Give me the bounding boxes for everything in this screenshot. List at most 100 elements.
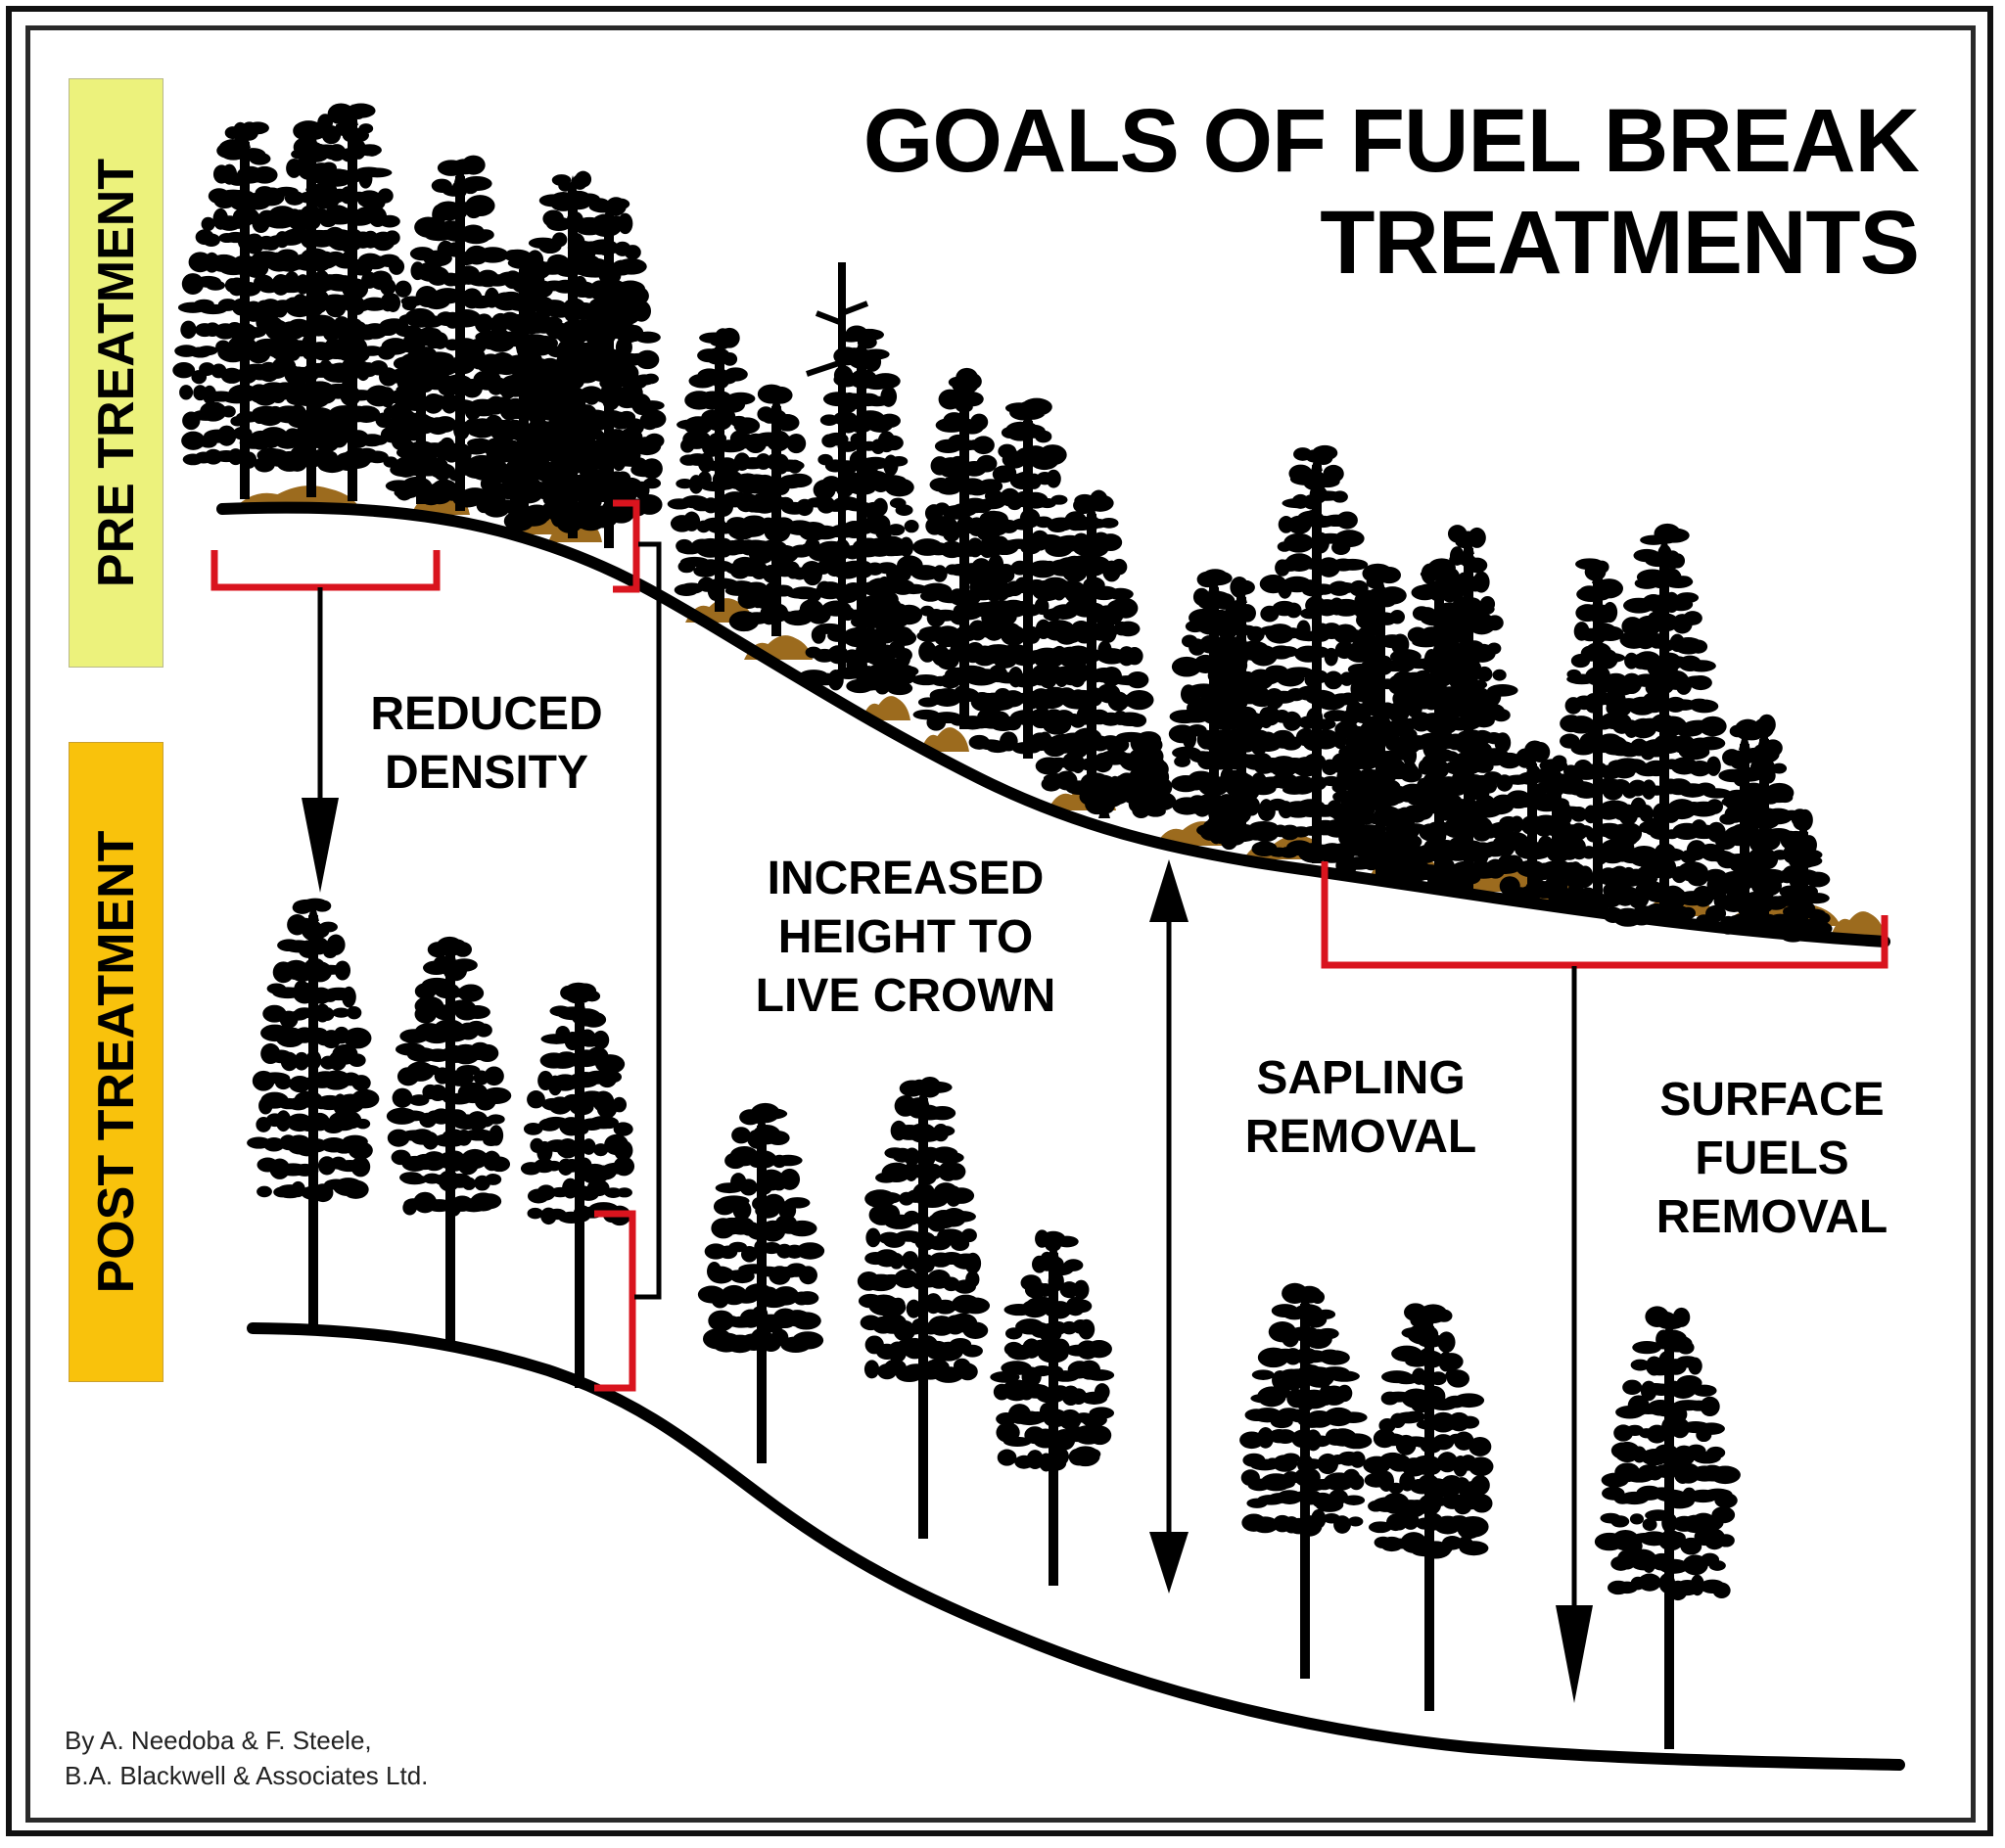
crown-height-label: INCREASED HEIGHT TO LIVE CROWN [720,850,1092,1026]
tree-crown [798,325,928,691]
surface-fuels-bracket [1321,861,1888,969]
tree-tip [1423,1311,1435,1332]
tree-crown [391,155,530,508]
tree-tip [1236,581,1247,603]
tree-tip [958,376,970,397]
credit-line-2: B.A. Blackwell & Associates Ltd. [65,1761,429,1790]
title-line-1: GOALS OF FUEL BREAK [863,91,1920,191]
pre-treatment-tree [1721,714,1804,936]
pre-treatment-tree [1079,780,1131,818]
credit-line-1: By A. Needoba & F. Steele, [65,1726,372,1755]
pre-treatment-tree [391,155,530,511]
post-treatment-label-box: POST TREATMENT [69,742,163,1382]
pre-treatment-tree [1376,810,1424,878]
tree-trunk [959,392,969,729]
tree-crown [697,1102,825,1354]
tree-tip [856,332,867,353]
post-treatment-tree [1363,1303,1494,1711]
tree-tip [444,940,456,961]
tree-tip [1551,758,1562,779]
tree-tip [1592,562,1604,583]
diagram-title: GOALS OF FUEL BREAK TREATMENTS [863,90,1920,294]
post-treatment-tree [990,1229,1115,1586]
tree-tip [756,1110,768,1132]
post-treatment-tree [1594,1306,1741,1749]
tree-trunk [918,1098,928,1539]
tree-crown [727,384,822,632]
post-treatment-tree [1239,1282,1373,1679]
tree-tip [1394,816,1406,838]
tree-trunk [445,955,455,1341]
surface-fuels-line-2: FUELS [1695,1132,1849,1184]
pre-treatment-tree [798,325,928,691]
pre-treatment-label-box: PRE TREATMENT [69,78,163,668]
surface-fuels-arrow [1556,966,1593,1703]
pre-treatment-stand [172,103,1833,943]
tree-crown [1198,577,1281,846]
pre-treatment-label: PRE TREATMENT [87,158,145,588]
surface-fuels-line-1: SURFACE [1659,1074,1885,1126]
post-treatment-tree [247,898,380,1328]
pre-treatment-tree [842,576,919,696]
tree-trunk [1552,773,1562,901]
tree-crown [1239,1282,1373,1537]
post-treatment-tree [520,982,635,1388]
tree-tip [1433,567,1445,588]
tree-crown [1363,1303,1494,1559]
tree-crown [1121,731,1177,818]
tree-tip [1739,728,1750,750]
tree-tip [1048,1237,1059,1259]
title-line-2: TREATMENTS [1320,193,1920,293]
tree-tip [1663,1316,1675,1337]
tree-crown [1721,714,1804,936]
surface-fuels-line-3: REMOVAL [1655,1191,1888,1243]
tree-trunk [857,347,866,683]
tree-tip [1098,797,1110,818]
pre-treatment-tree [727,384,822,636]
pre-treatment-tree [1029,489,1154,798]
pre-treatment-tree [1196,797,1247,851]
pre-treatment-tree [1595,523,1732,927]
crown-height-line-2: HEIGHT TO [777,911,1034,963]
pre-treatment-tree [1778,808,1833,943]
post-treatment-ground-line [247,1322,1905,1771]
tree-tip [1299,1288,1311,1310]
tree-crown [1595,523,1732,927]
tree-crown [544,197,667,522]
pre-treatment-tree [1555,558,1644,913]
tree-crown [842,576,919,696]
crown-base-bracket-pre [613,499,640,593]
surface-fuel-mound [920,727,969,752]
tree-tip [574,988,585,1009]
pre-treatment-tree [284,103,423,501]
tree-crown [1376,810,1424,878]
post-treatment-tree [386,936,512,1341]
tree-tip [1526,748,1538,769]
reduced-density-line-1: REDUCED [370,688,603,740]
pre-treatment-tree [910,367,1021,731]
tree-tip [1086,498,1097,520]
tree-tip [307,900,319,921]
tree-tip [567,175,579,197]
reduced-density-line-2: DENSITY [384,747,589,799]
reduced-density-arrow [302,587,339,893]
surface-fuels-label: SURFACE FUELS REMOVAL [1625,1071,1919,1247]
tree-crown [1594,1306,1741,1601]
post-treatment-tree [857,1076,991,1539]
tree-tip [454,161,466,182]
pre-treatment-tree [1198,577,1281,846]
tree-crown [910,367,1021,731]
pre-treatment-tree [1415,525,1522,891]
tree-crown [284,103,423,474]
inner-frame [25,25,1976,1823]
tree-tip [917,1083,929,1104]
tree-tip [1218,807,1230,828]
tree-tip [305,121,317,143]
tree-tip [1142,738,1153,760]
tree-tip [603,200,615,221]
tree-crown [386,936,512,1217]
crown-height-double-arrow [1149,859,1189,1594]
tree-crown [990,1229,1115,1472]
post-treatment-label: POST TREATMENT [87,830,145,1294]
tree-tip [1797,816,1809,838]
